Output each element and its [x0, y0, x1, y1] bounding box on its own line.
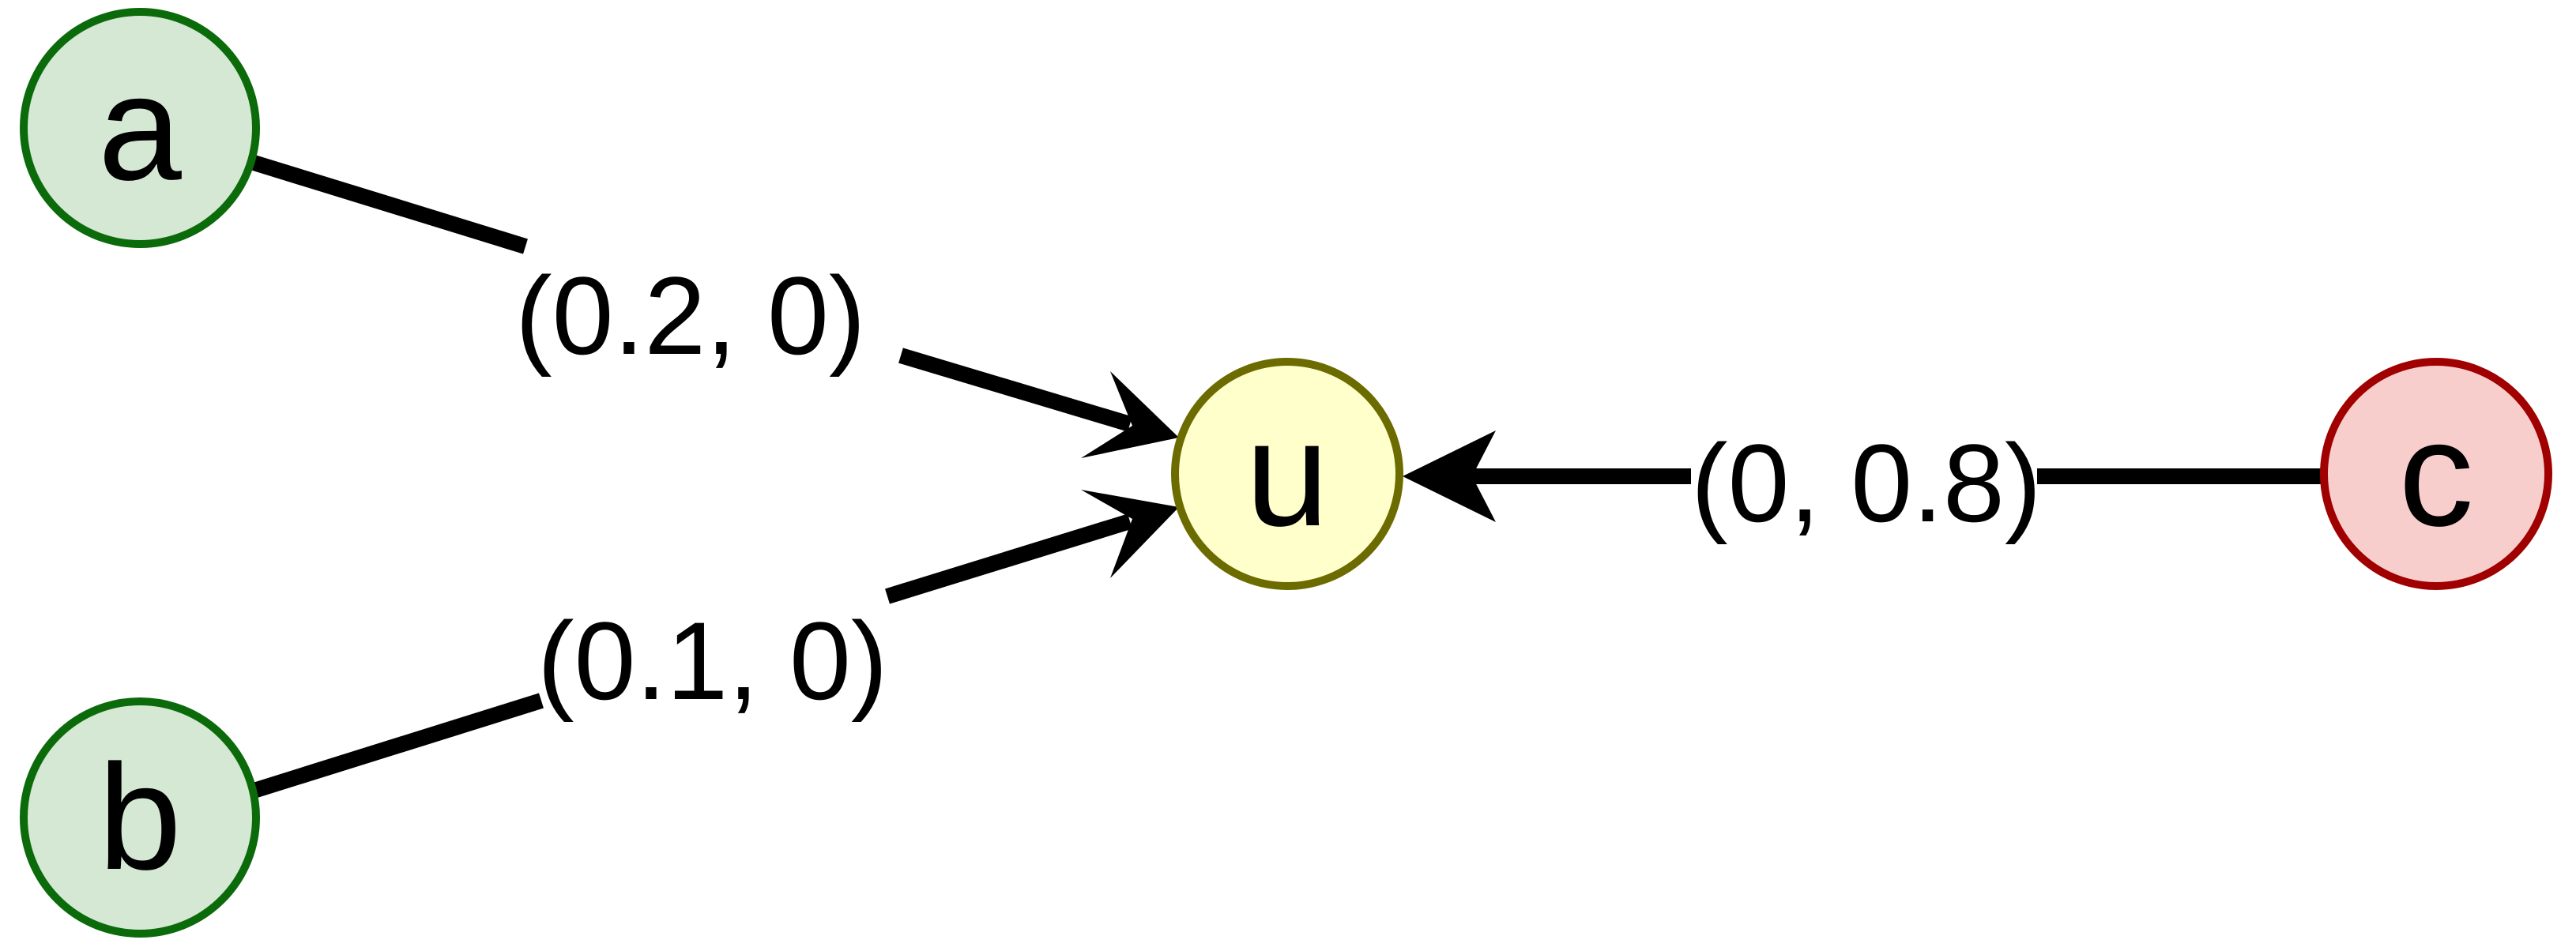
- edge-b-to-u-line-start: [249, 693, 544, 799]
- edge-b-to-u: [249, 490, 1179, 799]
- node-u-circle: [1171, 358, 1403, 590]
- edge-c-to-u: [1403, 430, 2323, 522]
- node-u-label: u: [1245, 390, 1329, 558]
- edge-a-to-u: [249, 154, 1179, 458]
- edge-a-to-u-line-end: [898, 348, 1132, 432]
- edge-b-to-u-line-end: [885, 513, 1132, 604]
- node-c: c: [2320, 358, 2552, 590]
- node-u: u: [1171, 358, 1403, 590]
- edge-b-to-u-label: (0.1, 0): [537, 599, 888, 723]
- edge-a-to-u-arrowhead: [1081, 371, 1179, 458]
- edge-c-to-u-arrowhead: [1403, 430, 1496, 522]
- node-a-label: a: [98, 44, 182, 212]
- node-c-label: c: [2399, 390, 2474, 558]
- node-b: b: [20, 697, 260, 938]
- node-b-label: b: [98, 734, 182, 901]
- node-b-circle: [20, 697, 260, 938]
- edge-a-to-u-label: (0.2, 0): [515, 254, 866, 378]
- node-c-circle: [2320, 358, 2552, 590]
- node-a: a: [20, 8, 260, 248]
- edge-c-to-u-label: (0, 0.8): [1691, 421, 2042, 545]
- node-a-circle: [20, 8, 260, 248]
- edge-a-to-u-line-start: [249, 154, 528, 254]
- edge-b-to-u-arrowhead: [1081, 490, 1179, 578]
